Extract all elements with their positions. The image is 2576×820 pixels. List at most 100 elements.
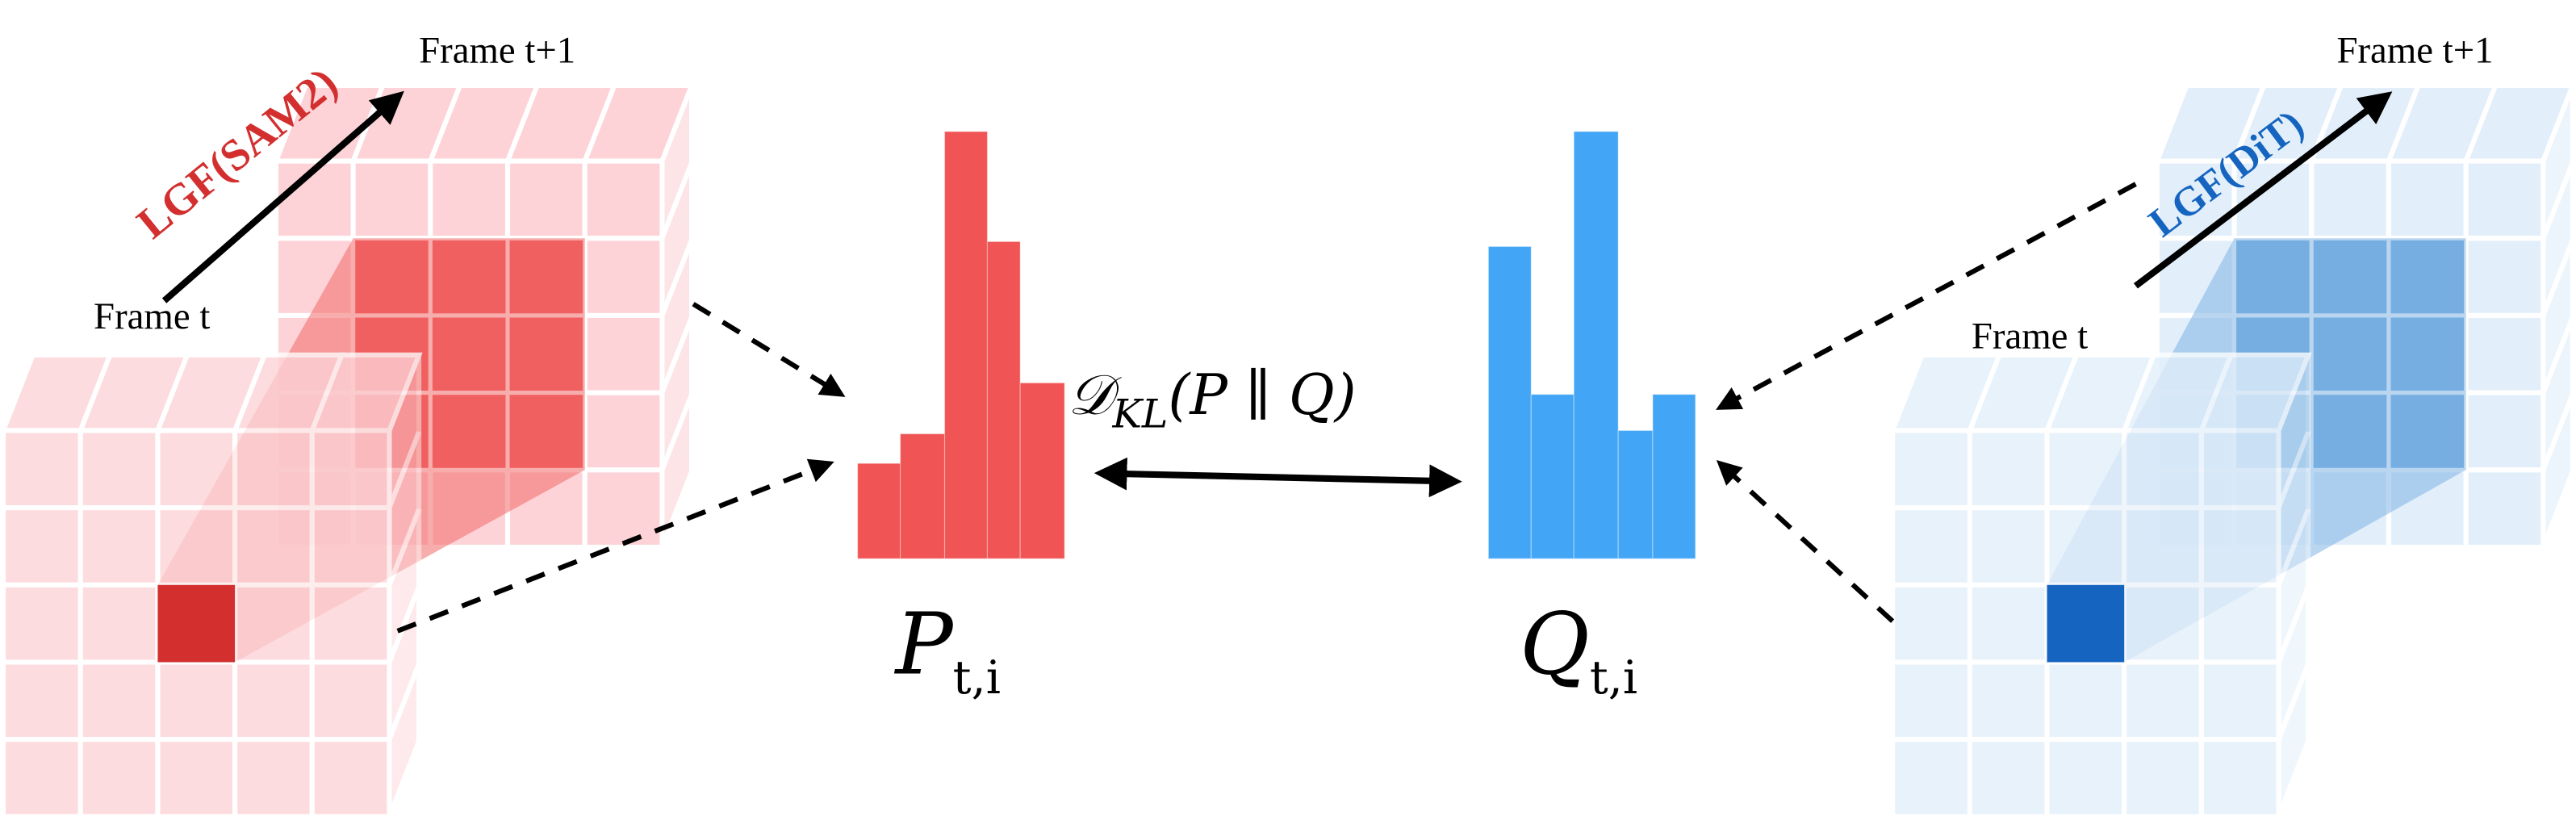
front-face-cell: [2122, 505, 2204, 588]
front-face-cell: [232, 428, 315, 511]
front-face-cell: [2122, 428, 2204, 511]
dashed-arrow-left-upper: [692, 302, 846, 397]
p-symbol: P: [893, 595, 954, 694]
left-frame-t1-label: Frame t+1: [419, 29, 575, 71]
front-face-cell: [350, 158, 433, 241]
front-face-cell: [504, 158, 588, 241]
front-face-cell: [2122, 582, 2204, 665]
dashed-arrow-right-upper: [1716, 182, 2137, 410]
left-sam2-cubes: [0, 82, 696, 819]
front-face-cell: [2198, 582, 2281, 665]
front-face-cell: [2463, 312, 2546, 395]
left-temporal-arrow: [161, 90, 404, 303]
kl-arguments: (P ∥ Q): [1168, 363, 1356, 428]
front-face-cell: [2122, 659, 2204, 743]
front-face-cell: [309, 659, 392, 743]
front-face-cell: [155, 428, 238, 511]
front-face-cell: [155, 659, 238, 743]
front-face-cell: [2122, 737, 2204, 819]
front-face-cell: [2044, 737, 2127, 819]
p-label: Pt,i: [893, 595, 1000, 705]
front-face-cell: [77, 505, 161, 588]
front-face-cell: [155, 737, 238, 819]
front-face-cell: [1, 659, 83, 743]
histogram-p: [857, 131, 1065, 559]
right-frame-t1-label: Frame t+1: [2336, 29, 2493, 71]
front-face-cell: [2463, 390, 2546, 473]
front-face-cell: [309, 428, 392, 511]
front-face-cell: [582, 467, 665, 550]
front-face-cell: [2198, 428, 2281, 511]
kl-divergence-label: 𝒟KL(P ∥ Q): [1068, 363, 1356, 437]
front-face-cell: [309, 582, 392, 665]
histogram-bar: [857, 462, 901, 559]
kl-subscript: KL: [1111, 391, 1168, 437]
q-subscript: t,i: [1590, 651, 1637, 705]
front-face-cell: [2463, 467, 2546, 550]
front-face-cell: [1, 582, 83, 665]
front-face-cell: [1, 428, 83, 511]
front-face-cell: [77, 737, 161, 819]
front-face-cell: [2044, 428, 2127, 511]
front-face-cell: [309, 737, 392, 819]
right-dit-cubes: [1888, 82, 2576, 819]
front-face-cell: [77, 428, 161, 511]
front-face-cell: [1890, 582, 1972, 665]
dashed-arrow-left-lower: [396, 458, 834, 634]
front-face-cell: [582, 390, 665, 473]
histogram-bar: [1487, 245, 1532, 559]
front-face-cell: [77, 659, 161, 743]
right-temporal-arrow: [2133, 91, 2393, 289]
front-face-cell: [1967, 737, 2050, 819]
front-face-cell: [582, 312, 665, 395]
front-face-cell: [582, 236, 665, 318]
dashed-arrow-right-lower: [1716, 460, 1895, 623]
right-frame-t-label: Frame t: [1972, 316, 2088, 358]
kl-double-arrow: [1094, 457, 1462, 498]
left-frame-t-label: Frame t: [94, 295, 210, 337]
histogram-bar: [1573, 131, 1619, 559]
histogram-bar: [1530, 394, 1574, 559]
front-face-cell: [232, 505, 315, 588]
front-face-cell: [1967, 505, 2050, 588]
histogram-bar: [943, 131, 989, 559]
q-symbol: Q: [1520, 595, 1590, 694]
front-face-cell: [1890, 737, 1972, 819]
front-face-cell: [2198, 737, 2281, 819]
histogram-bar: [1652, 394, 1696, 559]
right-query-cell: [2047, 584, 2125, 663]
front-face-cell: [1967, 659, 2050, 743]
histogram-bar: [1019, 382, 1065, 559]
front-face-cell: [2044, 505, 2127, 588]
front-face-cell: [2198, 659, 2281, 743]
front-face-cell: [1, 505, 83, 588]
front-face-cell: [77, 582, 161, 665]
front-face-cell: [2386, 158, 2469, 241]
front-face-cell: [232, 737, 315, 819]
histogram-bar: [986, 241, 1021, 559]
front-face-cell: [2463, 236, 2546, 318]
q-label: Qt,i: [1520, 595, 1637, 705]
front-face-cell: [309, 505, 392, 588]
front-face-cell: [155, 505, 238, 588]
left-query-cell: [157, 584, 236, 663]
front-face-cell: [582, 158, 665, 241]
right-frame-t-cube: [1888, 352, 2312, 819]
p-subscript: t,i: [953, 651, 1001, 705]
histogram-q: [1487, 131, 1696, 559]
front-face-cell: [1, 737, 83, 819]
front-face-cell: [428, 158, 511, 241]
histogram-bar: [1617, 429, 1654, 559]
front-face-cell: [2309, 158, 2391, 241]
front-face-cell: [2198, 505, 2281, 588]
front-face-cell: [1890, 505, 1972, 588]
front-face-cell: [1967, 428, 2050, 511]
front-face-cell: [2044, 659, 2127, 743]
front-face-cell: [1890, 428, 1972, 511]
histogram-bar: [899, 433, 946, 559]
front-face-cell: [1890, 659, 1972, 743]
front-face-cell: [1967, 582, 2050, 665]
front-face-cell: [2463, 158, 2546, 241]
front-face-cell: [232, 582, 315, 665]
